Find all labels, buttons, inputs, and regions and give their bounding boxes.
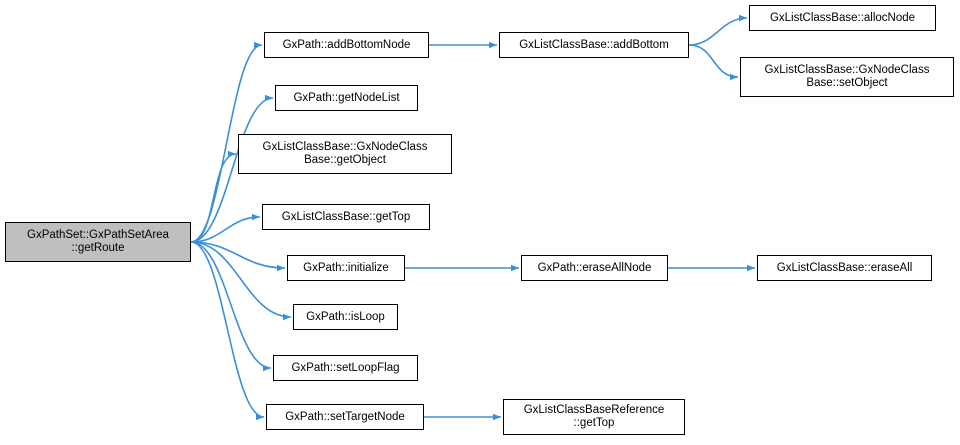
graph-node-getNodeList[interactable]: GxPath::getNodeList	[275, 85, 418, 111]
edge-addBottom-to-setObject	[688, 44, 739, 81]
graph-node-setObject[interactable]: GxListClassBase::GxNodeClass Base::setOb…	[740, 57, 954, 97]
edge-addBottom-to-allocNode	[688, 14, 748, 46]
graph-node-setTargetNode[interactable]: GxPath::setTargetNode	[266, 404, 424, 430]
graph-node-root: GxPathSet::GxPathSetArea ::getRoute	[5, 222, 191, 262]
graph-node-addBottom[interactable]: GxListClassBase::addBottom	[499, 32, 689, 58]
edge-root-to-getObject	[190, 150, 237, 243]
edge-root-to-setTargetNode	[190, 241, 265, 421]
graph-node-eraseAllNode[interactable]: GxPath::eraseAllNode	[521, 255, 668, 281]
edge-root-to-isLoop	[190, 241, 292, 321]
edge-root-to-getTop1	[190, 213, 261, 243]
graph-node-initialize[interactable]: GxPath::initialize	[287, 255, 405, 281]
graph-node-allocNode[interactable]: GxListClassBase::allocNode	[749, 5, 936, 31]
graph-node-isLoop[interactable]: GxPath::isLoop	[293, 304, 398, 330]
graph-node-eraseAll[interactable]: GxListClassBase::eraseAll	[757, 255, 932, 281]
graph-node-setLoopFlag[interactable]: GxPath::setLoopFlag	[273, 355, 418, 381]
edge-root-to-setLoopFlag	[190, 241, 272, 372]
edge-root-to-initialize	[190, 241, 286, 272]
graph-node-getTop1[interactable]: GxListClassBase::getTop	[262, 204, 430, 230]
graph-node-addBottomNode[interactable]: GxPath::addBottomNode	[264, 32, 429, 58]
graph-node-getObject[interactable]: GxListClassBase::GxNodeClass Base::getOb…	[238, 134, 452, 174]
graph-node-refGetTop[interactable]: GxListClassBaseReference ::getTop	[503, 399, 685, 435]
